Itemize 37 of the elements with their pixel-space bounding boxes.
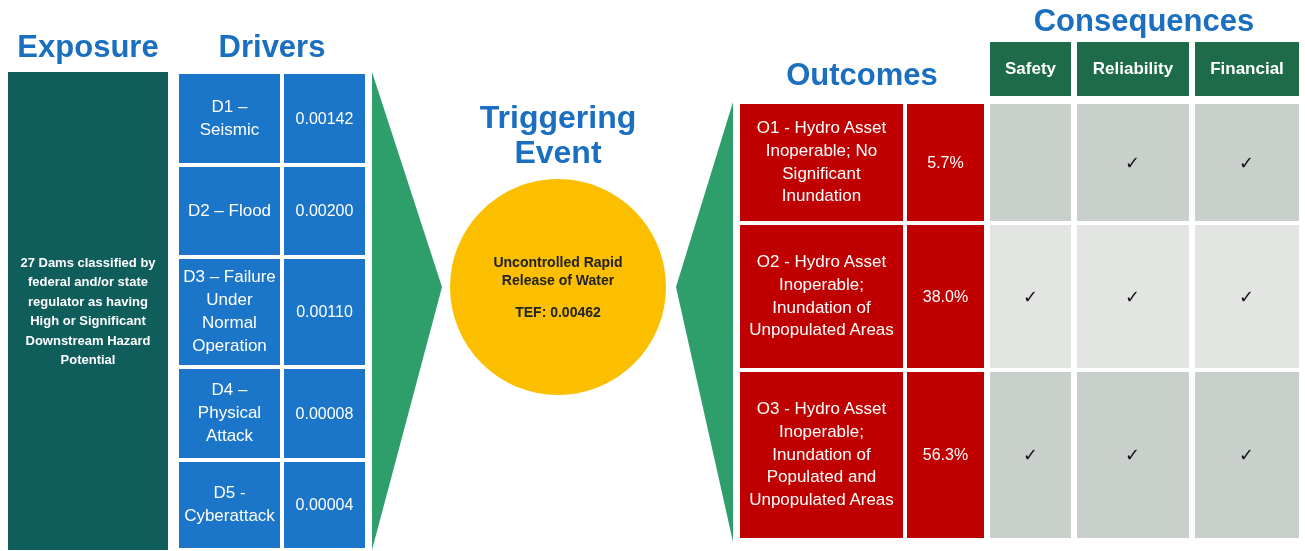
value-cell: 0.00142 [282,72,367,165]
check-mark: ✓ [1239,444,1254,466]
check-mark: ✓ [1022,444,1038,466]
column-header: Financial [1193,40,1301,98]
check-mark: ✓ [1239,151,1254,174]
exposure-text: 27 Dams classified by federal and/or state regulator as having High or Significant Downstream Hazard Potential [19,253,157,369]
event-text: TEF: 0.00462 [514,303,602,322]
column-header: Reliability [1075,40,1191,98]
name-cell: D1 – Seismic [177,72,282,165]
name-cell: D5 - Cyberattack [177,460,282,550]
name-cell: D3 – Failure Under Normal Operation [177,257,282,367]
check-mark: ✓ [1022,285,1038,308]
section-heading: Exposure [16,30,160,65]
name-cell: O1 - Hydro Asset Inoperable; No Significant Inundation [738,102,905,223]
value-cell: 0.00004 [282,460,367,550]
value-cell: 0.00110 [282,257,367,367]
event-text: Uncontrolled Rapid Release of Water [492,252,624,290]
section-heading: Triggering Event [478,100,638,171]
name-cell: O3 - Hydro Asset Inoperable; Inundation of Populated and Unpopulated Areas [738,370,905,540]
name-cell: D2 – Flood [177,165,282,257]
check-mark: ✓ [1125,151,1140,174]
funnel-arrow [372,72,442,550]
section-heading: Drivers [217,30,327,65]
check-mark: ✓ [1239,285,1254,308]
value-cell: 5.7% [905,102,986,223]
name-cell: D4 – Physical Attack [177,367,282,460]
value-cell: 0.00008 [282,367,367,460]
section-heading: Outcomes [785,58,939,93]
value-cell: 56.3% [905,370,986,540]
value-cell: 38.0% [905,223,986,370]
funnel-arrow [676,102,733,542]
name-cell: O2 - Hydro Asset Inoperable; Inundation of Unpopulated Areas [738,223,905,370]
check-mark: ✓ [1125,285,1140,308]
column-header: Safety [988,40,1073,98]
value-cell: 0.00200 [282,165,367,257]
check-mark: ✓ [1125,444,1140,466]
section-heading: Consequences [1032,4,1256,39]
